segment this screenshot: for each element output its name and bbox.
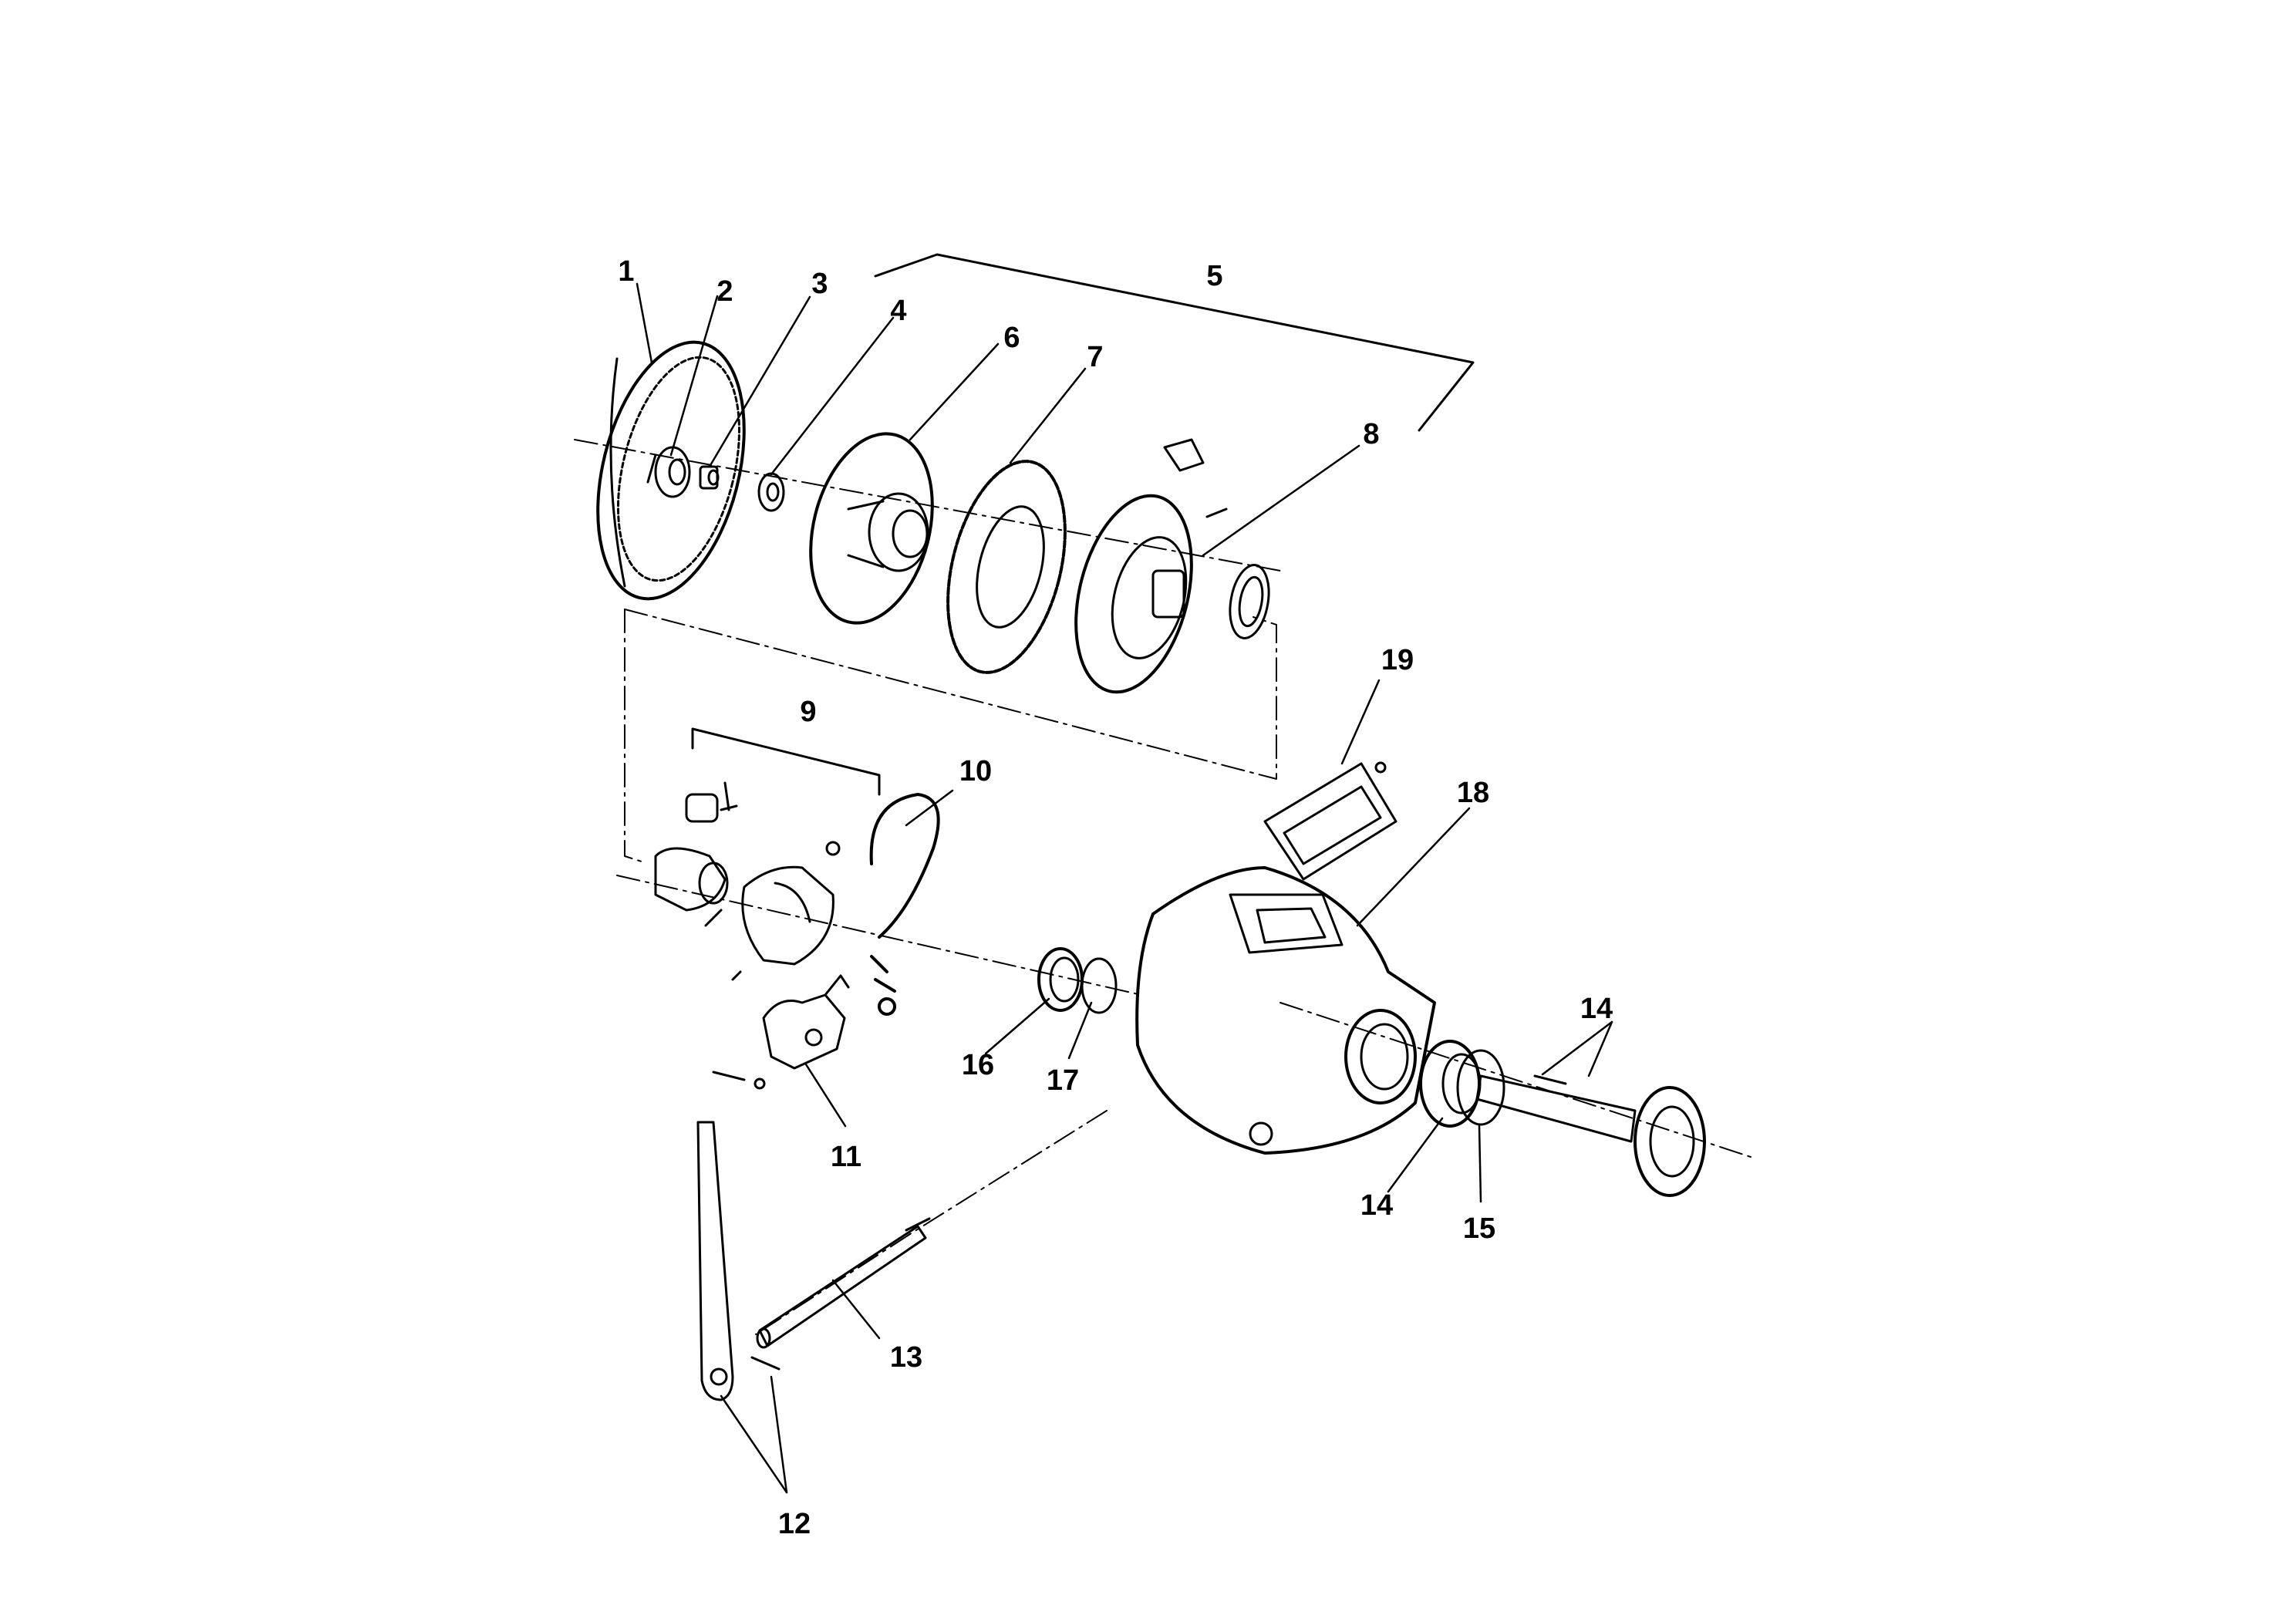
hydraulic-hose <box>869 793 940 1016</box>
nut <box>699 465 720 490</box>
washer <box>757 472 785 512</box>
circlip <box>1081 957 1118 1014</box>
callout-17: 17 <box>1047 1064 1079 1097</box>
friction-disc <box>946 460 1067 674</box>
callout-5: 5 <box>1206 260 1222 292</box>
callout-7: 7 <box>1087 341 1103 373</box>
callout-4: 4 <box>890 295 906 327</box>
assembly-link-frame-2 <box>624 609 1277 780</box>
callout-14a: 14 <box>1580 993 1613 1025</box>
hand-lever <box>696 1121 781 1401</box>
callout-6: 6 <box>1003 322 1020 354</box>
callout-11: 11 <box>831 1141 861 1173</box>
center-lines <box>574 439 1752 1335</box>
gearbox-housing <box>1135 866 1436 1155</box>
callout-2: 2 <box>716 275 733 308</box>
callout-10: 10 <box>959 755 992 787</box>
pressure-plate <box>1074 438 1270 694</box>
lever-assembly <box>654 781 841 981</box>
o-ring <box>1456 1049 1505 1126</box>
shift-fork <box>712 974 850 1090</box>
name-plate <box>1263 761 1397 881</box>
output-shaft <box>1475 1074 1706 1197</box>
leader-lines <box>636 282 1613 1494</box>
ring-gear <box>596 340 746 601</box>
callout-labels: 1 2 3 4 5 6 7 8 9 10 11 12 13 14 14 15 1… <box>618 255 1613 1540</box>
callout-13: 13 <box>890 1341 922 1374</box>
callout-9: 9 <box>800 696 816 728</box>
clutch-disc <box>809 432 934 625</box>
callout-3: 3 <box>811 268 828 300</box>
callout-1: 1 <box>618 255 634 288</box>
callout-8: 8 <box>1363 418 1379 450</box>
callout-18: 18 <box>1457 777 1489 809</box>
callout-15: 15 <box>1463 1212 1495 1245</box>
bracket-assembly-5 <box>874 253 1475 432</box>
callout-14b: 14 <box>1360 1189 1393 1222</box>
assembly-link-frame <box>624 609 645 863</box>
callout-19: 19 <box>1381 644 1414 676</box>
callout-12: 12 <box>778 1508 811 1540</box>
cross-shaft <box>756 1217 931 1349</box>
callout-16: 16 <box>962 1049 994 1081</box>
bracket-assembly-9 <box>691 727 881 796</box>
